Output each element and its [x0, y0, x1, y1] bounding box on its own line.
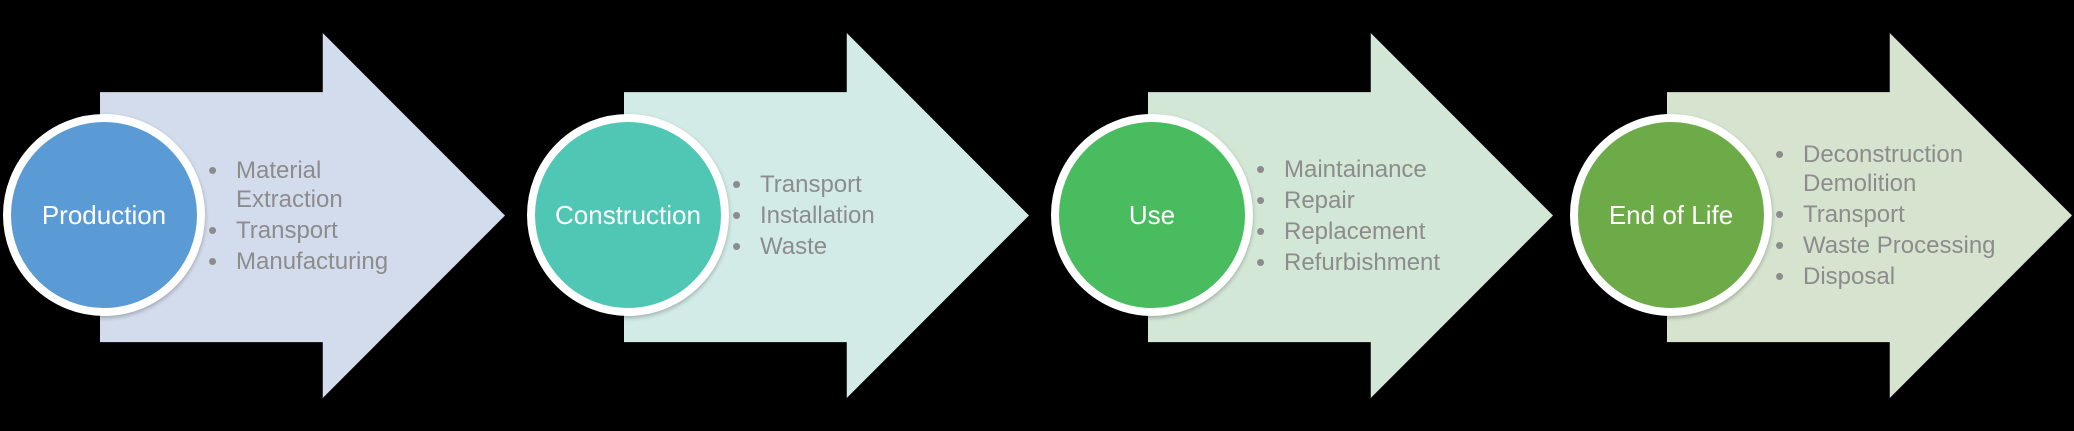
- stage-label: Production: [41, 199, 167, 230]
- stage-construction: Transport Installation Waste Constructio…: [524, 0, 1042, 431]
- bullet-list: Deconstruction Demolition Transport Wast…: [1773, 33, 2035, 398]
- bullet-item: Waste: [730, 232, 992, 261]
- bullet-list: Material Extraction Transport Manufactur…: [206, 33, 468, 398]
- stage-circle: End of Life: [1570, 114, 1772, 316]
- stage-label: Construction: [555, 199, 701, 230]
- stage-circle: Use: [1051, 114, 1253, 316]
- bullet-item: Repair: [1254, 186, 1516, 215]
- stage-circle: Construction: [527, 114, 729, 316]
- stage-use: Maintainance Repair Replacement Refurbis…: [1048, 0, 1566, 431]
- stage-label: End of Life: [1608, 199, 1734, 230]
- bullet-item: Transport: [730, 170, 992, 199]
- stage-circle: Production: [3, 114, 205, 316]
- bullet-list: Transport Installation Waste: [730, 33, 992, 398]
- bullet-item: Disposal: [1773, 262, 2035, 291]
- bullet-item: Replacement: [1254, 217, 1516, 246]
- bullet-item: Material Extraction: [206, 156, 468, 214]
- bullet-list: Maintainance Repair Replacement Refurbis…: [1254, 33, 1516, 398]
- bullet-item: Waste Processing: [1773, 231, 2035, 260]
- bullet-item: Manufacturing: [206, 247, 468, 276]
- bullet-item: Transport: [1773, 200, 2035, 229]
- bullet-item: Maintainance: [1254, 155, 1516, 184]
- bullet-item: Refurbishment: [1254, 248, 1516, 277]
- bullet-item: Transport: [206, 216, 468, 245]
- stage-end-of-life: Deconstruction Demolition Transport Wast…: [1567, 0, 2074, 431]
- stage-production: Material Extraction Transport Manufactur…: [0, 0, 518, 431]
- stage-label: Use: [1128, 199, 1176, 230]
- bullet-item: Deconstruction Demolition: [1773, 140, 2035, 198]
- bullet-item: Installation: [730, 201, 992, 230]
